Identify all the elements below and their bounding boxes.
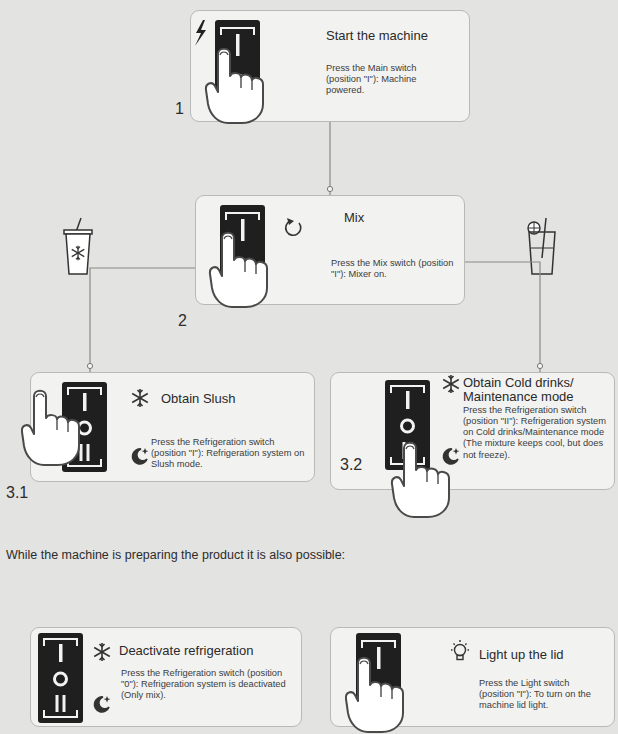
slush-mode-icon: [94, 643, 110, 661]
night-mode-icon: [443, 448, 459, 464]
callout-number: 1: [175, 100, 184, 118]
slush-mode-icon: [132, 389, 148, 407]
step-box: Deactivate refrigerationPress the Refrig…: [30, 627, 302, 727]
mix-switch: [220, 205, 265, 295]
step-description: Press the Mix switch (position "I"): Mix…: [331, 258, 456, 280]
bulb-icon: [451, 640, 469, 660]
step-heading: Deactivate refrigeration: [119, 644, 299, 658]
pressing-hand: [210, 233, 267, 307]
section-note: While the machine is preparing the produ…: [6, 548, 345, 562]
slush-cup-icon: [64, 218, 92, 274]
step-box: Obtain SlushPress the Refrigeration swit…: [30, 372, 315, 482]
flow-connector: [465, 262, 540, 372]
refrigeration-switch: [385, 380, 430, 470]
night-mode-icon: [94, 696, 110, 712]
step-heading: Mix: [344, 211, 444, 225]
slush-mode-icon: [443, 375, 459, 393]
rotate-icon: [286, 218, 301, 235]
pressing-hand: [346, 658, 403, 732]
connector-dot: [327, 186, 332, 191]
connector-dot: [537, 363, 542, 368]
step-description: Press the Refrigeration switch (position…: [151, 437, 306, 470]
step-description: Press the Refrigeration switch (position…: [121, 668, 293, 701]
step-heading: Obtain Cold drinks/ Maintenance mode: [463, 376, 613, 405]
step-description: Press the Light switch (position "I"): T…: [479, 678, 607, 711]
cold-glass-icon: [528, 218, 555, 274]
step-heading: Start the machine: [326, 29, 466, 43]
step-description: Press the Refrigeration switch (position…: [463, 405, 611, 461]
step-description: Press the Main switch (position "I"): Ma…: [326, 63, 454, 96]
refrigeration-switch: [38, 633, 83, 723]
flow-connector: [90, 268, 195, 372]
light-switch: [356, 633, 401, 723]
pressing-hand: [22, 391, 79, 465]
callout-number: 3.1: [6, 484, 28, 502]
step-box: Light up the lidPress the Light switch (…: [330, 627, 615, 727]
pressing-hand: [392, 443, 449, 517]
refrigeration-switch: [62, 382, 107, 472]
step-box: MixPress the Mix switch (position "I"): …: [195, 195, 465, 305]
callout-number: 2: [178, 312, 187, 330]
flow-connector: [329, 122, 330, 195]
step-heading: Light up the lid: [479, 648, 609, 662]
night-mode-icon: [132, 448, 148, 464]
step-box: Obtain Cold drinks/ Maintenance modePres…: [330, 372, 615, 490]
pressing-hand: [206, 49, 263, 123]
connector-dot: [87, 363, 92, 368]
step-box: Start the machinePress the Main switch (…: [190, 10, 470, 122]
power-bolt-icon: [195, 20, 206, 46]
step-heading: Obtain Slush: [161, 392, 301, 406]
main-switch: [215, 20, 260, 110]
